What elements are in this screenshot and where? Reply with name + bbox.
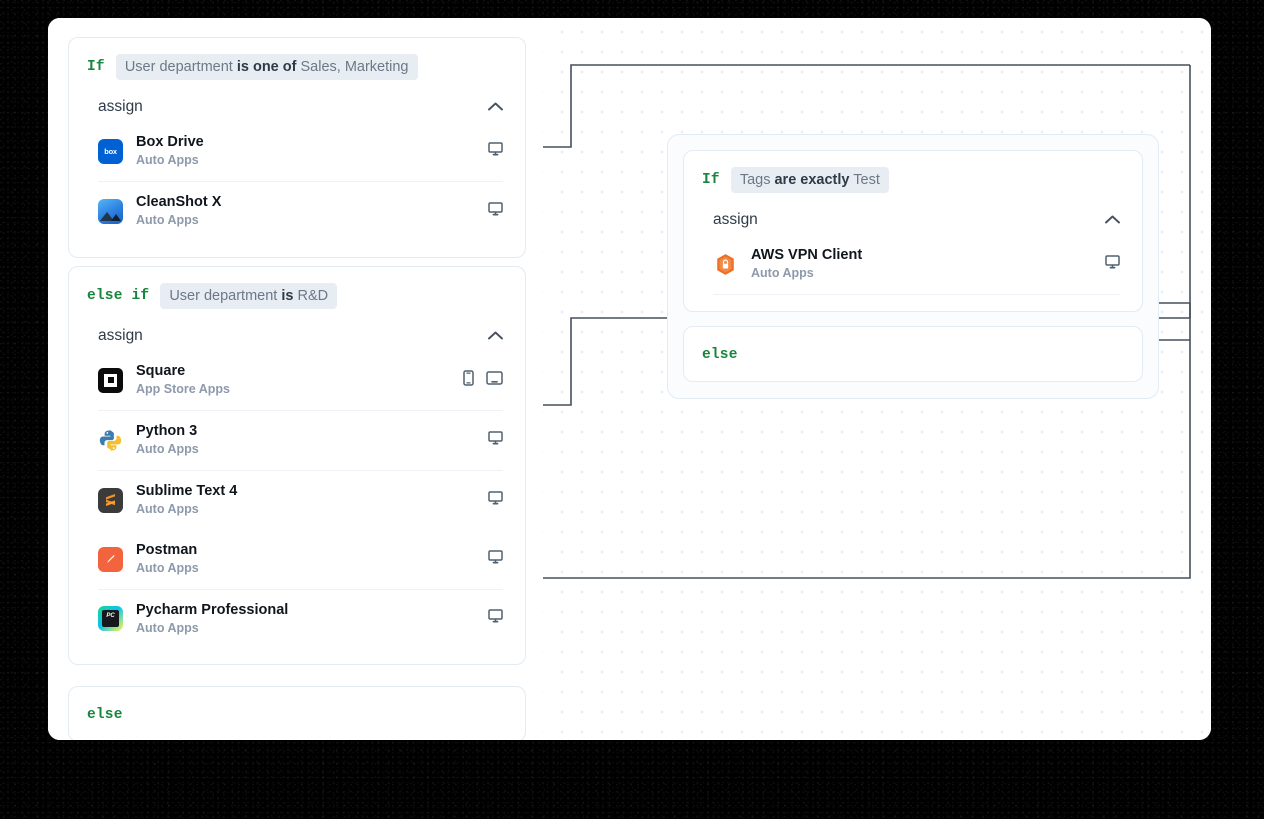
box-drive-icon: box <box>98 138 123 164</box>
pycharm-icon: PC <box>98 606 123 632</box>
keyword-else-if: else if <box>87 288 150 304</box>
condition-row[interactable]: If Tags are exactly Test <box>684 151 1142 193</box>
branch-card-rnd[interactable]: else if User department is R&D assign Sq… <box>68 266 526 666</box>
condition-operator: is <box>281 288 294 304</box>
app-list: AWS VPN Client Auto Apps <box>684 235 1142 311</box>
postman-icon <box>98 546 123 572</box>
app-name: CleanShot X <box>136 193 222 210</box>
desktop-icon[interactable] <box>488 431 503 450</box>
app-row[interactable]: PC Pycharm Professional Auto Apps <box>98 590 503 649</box>
assign-header[interactable]: assign <box>69 309 525 351</box>
assign-label: assign <box>713 211 758 228</box>
app-source: Auto Apps <box>136 153 199 168</box>
desktop-icon[interactable] <box>1105 255 1120 274</box>
app-row[interactable]: box Box Drive Auto Apps <box>98 122 503 182</box>
app-name: AWS VPN Client <box>751 247 863 263</box>
condition-subject: Tags <box>739 172 771 188</box>
keyword-if: If <box>87 59 105 75</box>
app-source: Auto Apps <box>136 442 199 456</box>
sublime-icon <box>98 487 123 513</box>
app-name: Box Drive <box>136 134 204 150</box>
app-source: Auto Apps <box>136 560 199 575</box>
desktop-icon[interactable] <box>488 142 503 161</box>
chevron-up-icon[interactable] <box>488 327 503 345</box>
app-list: Square App Store Apps <box>69 351 525 664</box>
app-source: Auto Apps <box>136 213 199 227</box>
device-icons <box>1105 255 1120 274</box>
condition-subject: User department <box>124 59 233 75</box>
app-row[interactable]: AWS VPN Client Auto Apps <box>713 235 1120 295</box>
keyword-if: If <box>702 172 720 188</box>
square-icon <box>98 367 123 393</box>
condition-subject: User department <box>169 288 278 304</box>
app-name: Python 3 <box>136 422 198 439</box>
app-source: Auto Apps <box>136 501 199 516</box>
condition-row[interactable]: else if User department is R&D <box>69 267 525 309</box>
app-source: Auto Apps <box>136 620 199 635</box>
condition-pill[interactable]: Tags are exactly Test <box>730 167 889 193</box>
device-icons <box>488 142 503 161</box>
assign-header[interactable]: assign <box>69 80 525 122</box>
aws-vpn-icon <box>713 252 738 277</box>
desktop-icon[interactable] <box>488 549 503 569</box>
app-name: Sublime Text 4 <box>136 482 238 499</box>
device-icons <box>488 431 503 450</box>
app-row[interactable]: Python 3 Auto Apps <box>98 411 503 471</box>
device-icons <box>488 202 503 221</box>
app-row[interactable]: Sublime Text 4 Auto Apps <box>98 471 503 530</box>
condition-operator: is one of <box>236 59 297 75</box>
app-list: box Box Drive Auto Apps CleanShot X Auto… <box>69 122 525 257</box>
condition-row[interactable]: If User department is one of Sales, Mark… <box>69 38 525 80</box>
app-row[interactable]: Square App Store Apps <box>98 351 503 411</box>
device-icons <box>488 490 503 510</box>
condition-value: Sales, Marketing <box>300 59 409 75</box>
device-icons <box>488 609 503 628</box>
keyword-else: else <box>87 707 123 723</box>
assign-header[interactable]: assign <box>684 193 1142 235</box>
condition-value: Test <box>853 172 880 188</box>
tablet-icon[interactable] <box>486 371 503 390</box>
chevron-up-icon[interactable] <box>488 98 503 116</box>
assign-label: assign <box>98 327 143 344</box>
app-source: App Store Apps <box>136 382 230 397</box>
app-name: Square <box>136 363 186 379</box>
app-row[interactable]: Postman Auto Apps <box>98 530 503 590</box>
desktop-icon[interactable] <box>488 490 503 510</box>
app-name: Postman <box>136 541 198 558</box>
app-window: If User department is one of Sales, Mark… <box>48 18 1211 740</box>
app-source: Auto Apps <box>751 266 814 281</box>
condition-value: R&D <box>297 288 329 304</box>
condition-pill[interactable]: User department is R&D <box>160 283 338 309</box>
branch-card-else-root[interactable]: else <box>68 686 526 740</box>
chevron-up-icon[interactable] <box>1105 211 1120 229</box>
python-icon <box>98 428 123 453</box>
condition-operator: are exactly <box>774 172 850 188</box>
assign-label: assign <box>98 98 143 115</box>
app-row[interactable]: CleanShot X Auto Apps <box>98 182 503 241</box>
device-icons <box>488 549 503 569</box>
keyword-else: else <box>702 346 738 363</box>
desktop-icon[interactable] <box>488 609 503 628</box>
branch-card-sales-marketing[interactable]: If User department is one of Sales, Mark… <box>68 37 526 258</box>
cleanshot-x-icon <box>98 198 123 224</box>
nested-branch-group: If Tags are exactly Test assign <box>667 134 1159 399</box>
branch-card-tags-else[interactable]: else <box>683 325 1143 382</box>
desktop-icon[interactable] <box>488 202 503 221</box>
device-icons <box>463 370 503 391</box>
mobile-icon[interactable] <box>463 370 474 391</box>
app-name: Pycharm Professional <box>136 601 289 618</box>
condition-pill[interactable]: User department is one of Sales, Marketi… <box>115 54 418 80</box>
branch-card-tags-test[interactable]: If Tags are exactly Test assign <box>683 150 1143 312</box>
